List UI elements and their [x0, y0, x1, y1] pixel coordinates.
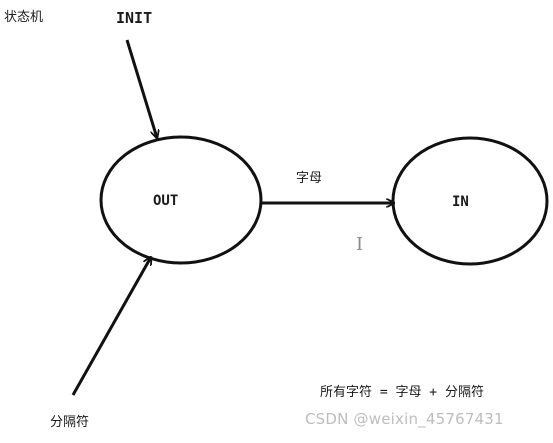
- init-arrow: [125, 39, 157, 138]
- separator-arrow: [71, 257, 151, 396]
- text-cursor-icon: I: [356, 234, 364, 255]
- init-label: INIT: [116, 9, 153, 27]
- formula-text: 所有字符 = 字母 + 分隔符: [320, 385, 484, 400]
- transition-label: 字母: [296, 171, 323, 186]
- diagram-title: 状态机: [4, 10, 44, 25]
- in-state-label: IN: [452, 194, 469, 210]
- watermark: CSDN @weixin_45767431: [305, 410, 504, 428]
- out-state-node: [99, 135, 263, 265]
- in-state-node: [391, 136, 549, 266]
- separator-label: 分隔符: [50, 415, 90, 430]
- out-state-label: OUT: [153, 193, 179, 209]
